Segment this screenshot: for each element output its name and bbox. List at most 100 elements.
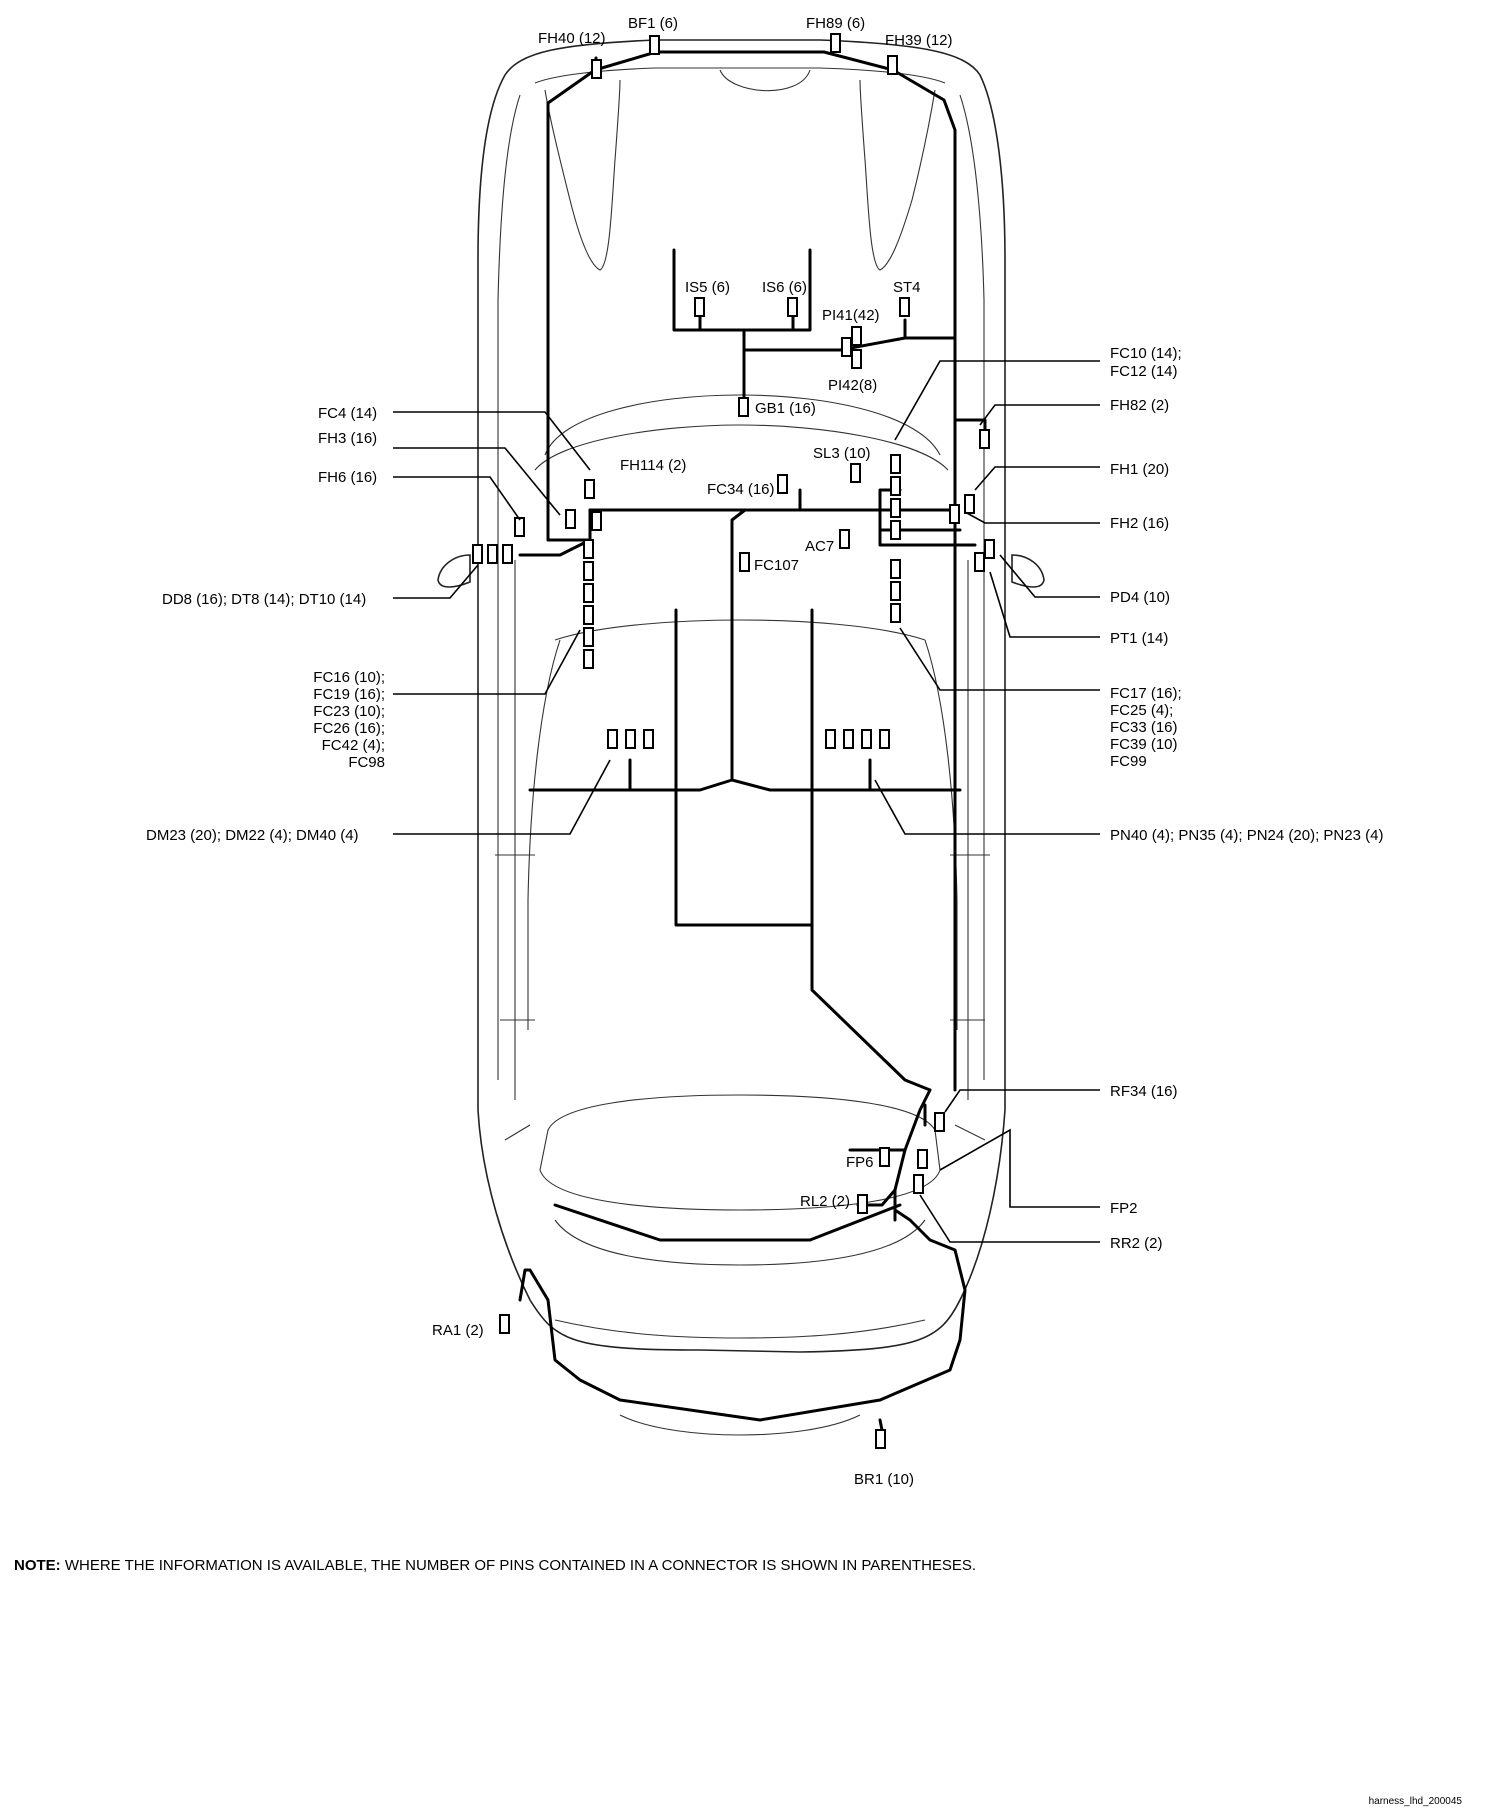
- connector-fc23: [583, 583, 594, 603]
- connector-st4: [899, 297, 910, 317]
- connector-fc12: [890, 476, 901, 496]
- label-fc10: FC10 (14);: [1110, 345, 1182, 362]
- harness-wiring: [518, 50, 987, 1432]
- connector-is6: [787, 297, 798, 317]
- connector-dd8: [472, 544, 483, 564]
- label-fc99: FC99: [1110, 753, 1147, 770]
- connector-fc39: [890, 581, 901, 601]
- connector-fh82: [979, 429, 990, 449]
- label-fc33: FC33 (16): [1110, 719, 1178, 736]
- connector-pt1: [974, 552, 985, 572]
- connectors: [472, 33, 995, 1449]
- label-rf34: RF34 (16): [1110, 1083, 1178, 1100]
- connector-fh114: [591, 511, 602, 531]
- pin-count-note: NOTE: WHERE THE INFORMATION IS AVAILABLE…: [14, 1557, 976, 1574]
- leader-lines: [393, 360, 1100, 1243]
- label-fc98: FC98: [348, 754, 385, 771]
- connector-fh40: [591, 59, 602, 79]
- label-sl3: SL3 (10): [813, 445, 871, 462]
- connector-labels: FH40 (12) BF1 (6) FH89 (6) FH39 (12) IS5…: [146, 15, 1383, 1488]
- connector-fc26: [583, 605, 594, 625]
- label-fp2: FP2: [1110, 1200, 1138, 1217]
- connector-gb1: [738, 397, 749, 417]
- connector-fc34: [777, 474, 788, 494]
- connector-fc98: [583, 649, 594, 669]
- connector-ra1: [499, 1314, 510, 1334]
- connector-ac7: [839, 529, 850, 549]
- connector-fh1: [964, 494, 975, 514]
- car-body-outline: [437, 39, 1045, 1436]
- connector-br1: [875, 1429, 886, 1449]
- label-gb1: GB1 (16): [755, 400, 816, 417]
- label-ra1: RA1 (2): [432, 1322, 484, 1339]
- label-fh89: FH89 (6): [806, 15, 865, 32]
- label-fh40: FH40 (12): [538, 30, 606, 47]
- label-pt1: PT1 (14): [1110, 630, 1168, 647]
- connector-fc33: [890, 559, 901, 579]
- label-fc26: FC26 (16);: [313, 720, 385, 737]
- label-fh2: FH2 (16): [1110, 515, 1169, 532]
- connector-fh89: [830, 33, 841, 53]
- label-dd8: DD8 (16); DT8 (14); DT10 (14): [162, 591, 366, 608]
- label-pd4: PD4 (10): [1110, 589, 1170, 606]
- connector-dm22: [625, 729, 636, 749]
- label-fc23: FC23 (10);: [313, 703, 385, 720]
- connector-fh2: [949, 504, 960, 524]
- connector-pn40: [825, 729, 836, 749]
- connector-pi42: [851, 349, 862, 369]
- connector-bf1: [649, 35, 660, 55]
- label-is6: IS6 (6): [762, 279, 807, 296]
- connector-fh3: [565, 509, 576, 529]
- label-fc34: FC34 (16): [707, 481, 775, 498]
- connector-fh39: [887, 55, 898, 75]
- connector-rr2: [913, 1174, 924, 1194]
- label-is5: IS5 (6): [685, 279, 730, 296]
- label-fc107: FC107: [754, 557, 799, 574]
- connector-fp6: [879, 1147, 890, 1167]
- note-prefix: NOTE:: [14, 1557, 61, 1574]
- connector-dm40: [643, 729, 654, 749]
- label-fc19: FC19 (16);: [313, 686, 385, 703]
- label-fh82: FH82 (2): [1110, 397, 1169, 414]
- connector-pi41: [841, 337, 852, 357]
- connector-fc4: [584, 479, 595, 499]
- connector-fc19: [583, 561, 594, 581]
- connector-rf34: [934, 1112, 945, 1132]
- connector-fc107: [739, 552, 750, 572]
- connector-fc10: [890, 454, 901, 474]
- label-dm: DM23 (20); DM22 (4); DM40 (4): [146, 827, 359, 844]
- label-ac7: AC7: [805, 538, 834, 555]
- label-fc17: FC17 (16);: [1110, 685, 1182, 702]
- label-fc16: FC16 (10);: [313, 669, 385, 686]
- label-pi42: PI42(8): [828, 377, 877, 394]
- label-fh39: FH39 (12): [885, 32, 953, 49]
- connector-rl2: [857, 1194, 868, 1214]
- label-pn: PN40 (4); PN35 (4); PN24 (20); PN23 (4): [1110, 827, 1383, 844]
- connector-dt8: [487, 544, 498, 564]
- connector-fp2: [917, 1149, 928, 1169]
- label-fc42: FC42 (4);: [322, 737, 385, 754]
- connector-sl3: [850, 463, 861, 483]
- label-bf1: BF1 (6): [628, 15, 678, 32]
- connector-fc99: [890, 603, 901, 623]
- connector-fc25: [890, 520, 901, 540]
- label-st4: ST4: [893, 279, 921, 296]
- label-fh114: FH114 (2): [620, 457, 686, 474]
- label-rl2: RL2 (2): [800, 1193, 850, 1210]
- connector-fc42: [583, 627, 594, 647]
- label-fc25: FC25 (4);: [1110, 702, 1173, 719]
- label-br1: BR1 (10): [854, 1471, 914, 1488]
- label-fc39: FC39 (10): [1110, 736, 1178, 753]
- label-pi41: PI41(42): [822, 307, 880, 324]
- note-text: WHERE THE INFORMATION IS AVAILABLE, THE …: [60, 1557, 977, 1574]
- label-fc12: FC12 (14): [1110, 363, 1178, 380]
- connector-fh6: [514, 517, 525, 537]
- label-fh3: FH3 (16): [318, 430, 377, 447]
- connector-pn35: [843, 729, 854, 749]
- image-reference-id: harness_lhd_200045: [1368, 1796, 1462, 1807]
- connector-pi41b: [851, 326, 862, 346]
- connector-pd4: [984, 539, 995, 559]
- label-fp6: FP6: [846, 1154, 874, 1171]
- connector-pn23: [879, 729, 890, 749]
